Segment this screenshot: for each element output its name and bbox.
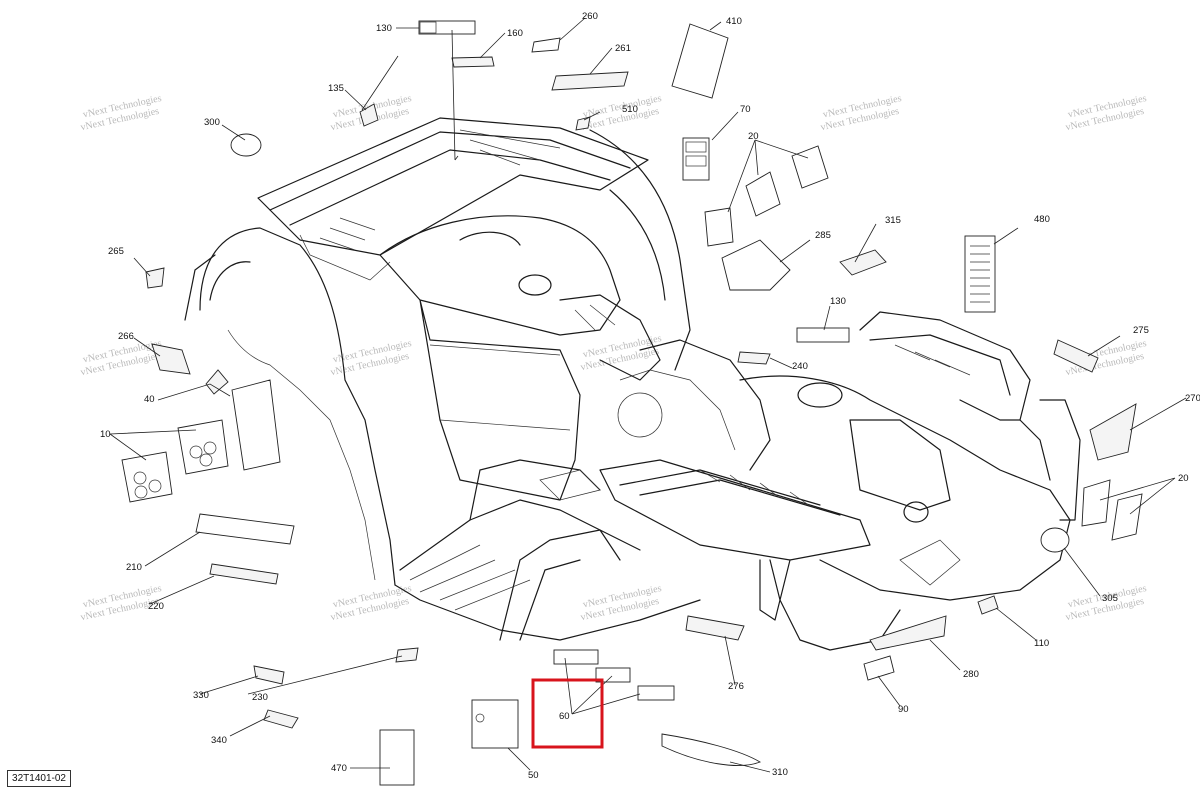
decal-330: [253, 665, 285, 685]
decal-illustrations: [121, 20, 1143, 786]
callout-240: 240: [792, 361, 808, 372]
decal-130-right: [796, 327, 850, 343]
decal-266: [151, 343, 191, 375]
decal-210: [195, 513, 295, 545]
decal-40b: [231, 379, 281, 471]
decal-315: [839, 249, 887, 276]
callout-510: 510: [622, 104, 638, 115]
drawing-code-label: 32T1401-02: [7, 770, 71, 787]
callout-330: 330: [193, 690, 209, 701]
callout-130-top: 130: [376, 23, 392, 34]
decal-265: [145, 267, 165, 289]
callout-310: 310: [772, 767, 788, 778]
callout-160: 160: [507, 28, 523, 39]
decal-20e: [1111, 493, 1143, 541]
callout-261: 261: [615, 43, 631, 54]
decal-276: [685, 615, 745, 641]
decal-20a: [745, 171, 781, 217]
decal-135: [359, 103, 379, 127]
decal-340: [263, 709, 299, 729]
callout-60: 60: [559, 711, 570, 722]
callout-280: 280: [963, 669, 979, 680]
callout-10: 10: [100, 429, 111, 440]
decal-270: [1089, 403, 1137, 461]
callout-40: 40: [144, 394, 155, 405]
callout-260: 260: [582, 11, 598, 22]
decal-230: [395, 647, 419, 663]
callout-50: 50: [528, 770, 539, 781]
callout-480: 480: [1034, 214, 1050, 225]
decal-10b: [177, 419, 229, 475]
callout-90: 90: [898, 704, 909, 715]
decal-240: [737, 351, 771, 365]
callout-220: 220: [148, 601, 164, 612]
callout-275: 275: [1133, 325, 1149, 336]
callout-266: 266: [118, 331, 134, 342]
decal-285: [721, 239, 791, 291]
decal-470: [379, 729, 415, 786]
decal-110: [977, 595, 999, 615]
callout-labels: 130 160 260 261 410 510 135 300 70 20 28…: [100, 11, 1200, 781]
decal-160-logo: [451, 56, 495, 68]
decal-275: [1053, 339, 1099, 373]
leader-lines: [109, 17, 1187, 773]
decal-20c: [704, 207, 734, 247]
callout-135: 135: [328, 83, 344, 94]
callout-410: 410: [726, 16, 742, 27]
decal-60-top: [553, 649, 599, 665]
callout-470: 470: [331, 763, 347, 774]
callout-270: 270: [1185, 393, 1200, 404]
decal-50: [471, 699, 519, 749]
decal-305: [1040, 527, 1070, 553]
vehicle-body-drawing: [184, 117, 1081, 651]
callout-130-right: 130: [830, 296, 846, 307]
decal-480: [964, 235, 996, 313]
decal-60-right: [637, 685, 675, 701]
decal-40a: [205, 369, 229, 395]
decal-130-top: [418, 20, 476, 35]
callout-70: 70: [740, 104, 751, 115]
decal-10a: [121, 451, 173, 503]
callout-110: 110: [1034, 638, 1049, 649]
decal-60-mid: [595, 667, 631, 683]
decal-300: [230, 133, 262, 157]
callout-210: 210: [126, 562, 142, 573]
decal-260: [531, 37, 561, 53]
callout-230: 230: [252, 692, 268, 703]
highlight-box-callout-60: [531, 678, 604, 749]
decal-220: [209, 563, 279, 585]
decal-510: [575, 116, 591, 131]
callout-285: 285: [815, 230, 831, 241]
decal-90: [863, 655, 895, 681]
callout-276: 276: [728, 681, 744, 692]
callout-20: 20: [748, 131, 759, 142]
decal-20b: [791, 145, 829, 189]
callout-265: 265: [108, 246, 124, 257]
callout-20-right: 20: [1178, 473, 1189, 484]
callout-300: 300: [204, 117, 220, 128]
decal-310: [661, 733, 762, 766]
decal-280: [869, 615, 947, 651]
decal-20d: [1081, 479, 1111, 527]
callout-340: 340: [211, 735, 227, 746]
decal-70: [682, 137, 710, 181]
callout-305: 305: [1102, 593, 1118, 604]
decal-410: [671, 23, 729, 99]
callout-315: 315: [885, 215, 901, 226]
decal-261: [551, 71, 629, 91]
